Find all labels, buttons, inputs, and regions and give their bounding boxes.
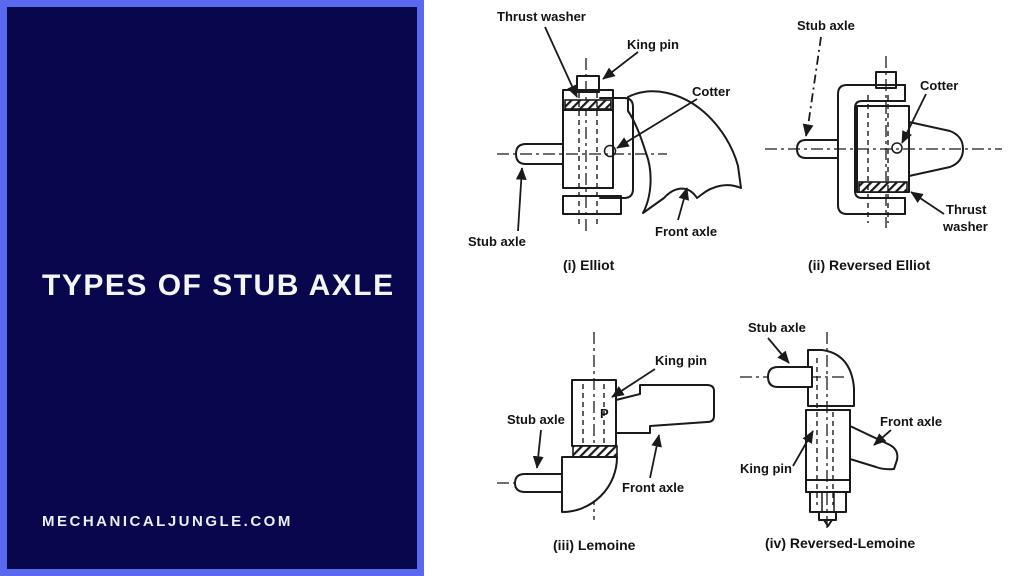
left-panel: TYPES OF STUB AXLE MECHANICALJUNGLE.COM xyxy=(7,7,417,569)
caption-elliot: (i) Elliot xyxy=(563,257,615,273)
caption-lemoine: (iii) Lemoine xyxy=(553,537,636,553)
label-front-axle: Front axle xyxy=(622,480,684,495)
website-watermark: MECHANICALJUNGLE.COM xyxy=(42,513,293,530)
label-thrust-washer-line1: Thrust xyxy=(946,202,987,217)
label-thrust-washer: Thrust washer xyxy=(497,9,586,24)
label-front-axle: Front axle xyxy=(655,224,717,239)
label-king-pin: King pin xyxy=(655,353,707,368)
left-panel-frame: TYPES OF STUB AXLE MECHANICALJUNGLE.COM xyxy=(0,0,424,576)
diagram-reversed-lemoine: Stub axle Front axle King pin (iv) Rever… xyxy=(740,320,942,551)
label-stub-axle: Stub axle xyxy=(507,412,565,427)
label-pin-mark: P xyxy=(600,406,609,421)
diagram-lemoine: King pin P Stub axle Front axle (iii) Le… xyxy=(497,332,715,553)
caption-reversed-elliot: (ii) Reversed Elliot xyxy=(808,257,930,273)
label-stub-axle: Stub axle xyxy=(797,18,855,33)
label-king-pin: King pin xyxy=(740,461,792,476)
label-cotter: Cotter xyxy=(920,78,958,93)
label-stub-axle: Stub axle xyxy=(748,320,806,335)
diagram-elliot: Thrust washer King pin Cotter Stub axle … xyxy=(468,9,742,273)
caption-reversed-lemoine: (iv) Reversed-Lemoine xyxy=(765,535,915,551)
label-front-axle: Front axle xyxy=(880,414,942,429)
page-title: TYPES OF STUB AXLE xyxy=(42,269,395,302)
label-cotter: Cotter xyxy=(692,84,730,99)
label-stub-axle: Stub axle xyxy=(468,234,526,249)
label-thrust-washer-line2: washer xyxy=(942,219,988,234)
diagram-reversed-elliot: Stub axle Cotter Thrust washer (ii) Reve… xyxy=(765,18,1002,273)
label-king-pin: King pin xyxy=(627,37,679,52)
